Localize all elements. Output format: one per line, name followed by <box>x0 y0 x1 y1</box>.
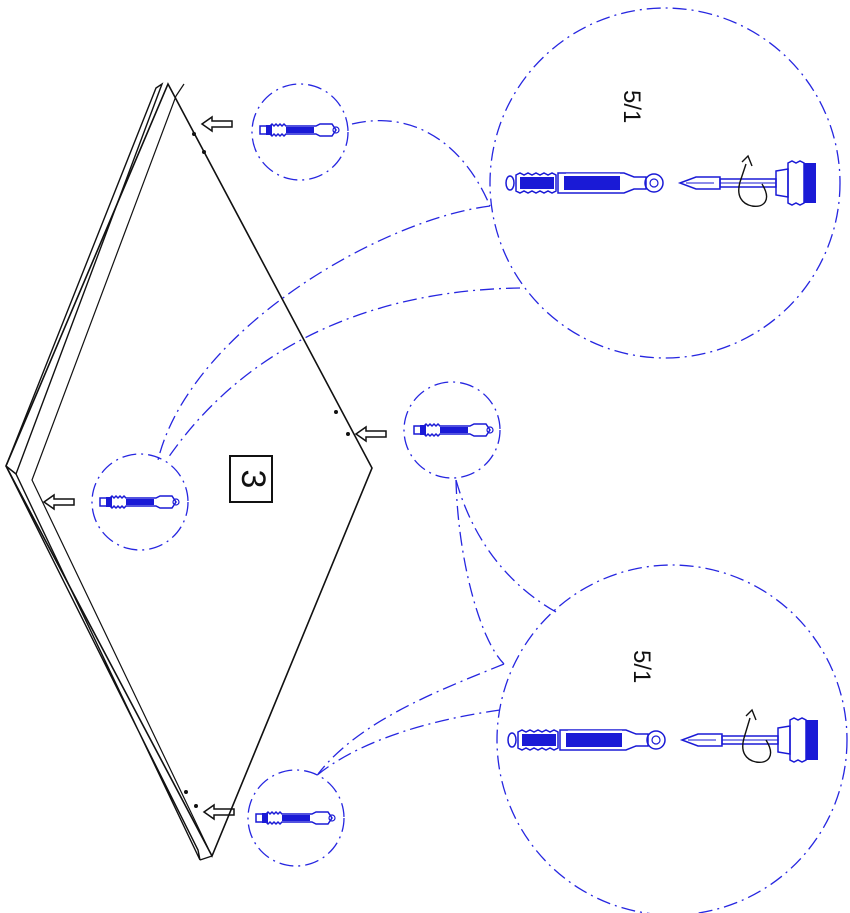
cam-dowel-icon <box>255 811 336 825</box>
callout-bottom <box>203 769 345 867</box>
cam-dowel-icon <box>413 423 494 437</box>
cam-dowel-icon <box>259 123 340 137</box>
callout-middle-right <box>355 381 501 479</box>
callout-left <box>43 453 189 551</box>
step-number-box: 3 <box>229 455 273 503</box>
detail-view-bottom: 5/1 <box>496 564 848 913</box>
detail-view-top: 5/1 <box>489 7 841 359</box>
rotate-arrow-icon <box>738 154 768 207</box>
detail-label: 5/1 <box>618 90 645 123</box>
callout-top <box>201 83 349 181</box>
step-number: 3 <box>234 470 272 489</box>
cam-dowel-icon <box>99 495 180 509</box>
insert-arrow-icon <box>355 426 387 442</box>
screwdriver-icon <box>679 160 817 206</box>
insert-arrow-icon <box>43 494 75 510</box>
rotate-arrow-icon <box>742 708 772 763</box>
panel <box>5 82 373 861</box>
cam-dowel-icon <box>505 172 664 194</box>
detail-label: 5/1 <box>628 650 655 683</box>
screwdriver-icon <box>681 717 819 763</box>
cam-dowel-icon <box>507 729 666 751</box>
leader-lines <box>157 120 557 777</box>
insert-arrow-icon <box>201 116 233 132</box>
